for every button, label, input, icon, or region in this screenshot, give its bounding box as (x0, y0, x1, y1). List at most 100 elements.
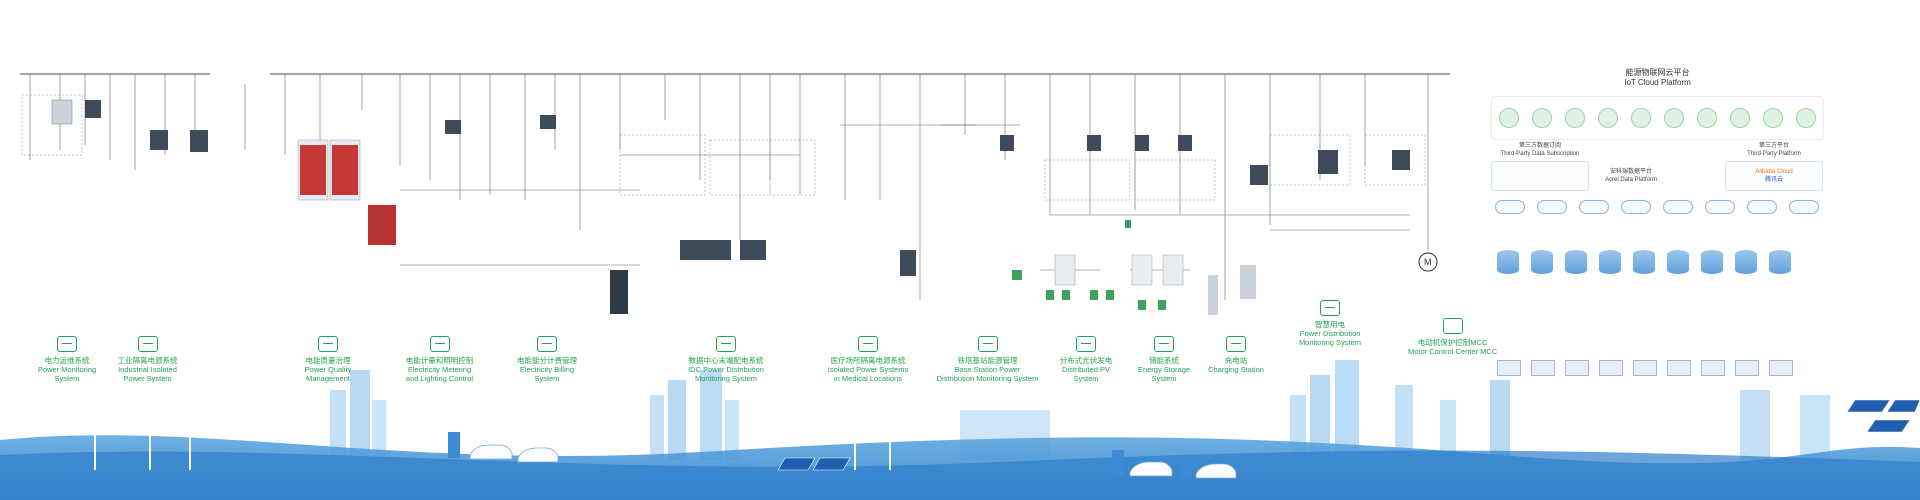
platform-title-en: IoT Cloud Platform (1624, 78, 1691, 87)
category-zh: 铁塔基站能源管理 (957, 356, 1018, 365)
battery-icon (1154, 336, 1174, 352)
category-idc-distribution[interactable]: 数据中心末端配电系统 IDC Power Distribution Monito… (676, 336, 776, 383)
cloud-node (1747, 200, 1777, 214)
app-icon[interactable] (1630, 108, 1651, 128)
category-industrial-isolated[interactable]: 工业隔离电源系统 Industrial Isolated Power Syste… (100, 336, 195, 383)
terminal-devices (1012, 220, 1166, 310)
app-icon[interactable] (1697, 108, 1718, 128)
billing-icon (537, 336, 557, 352)
category-en: IDC Power Distribution (688, 365, 764, 374)
category-en: Power System (123, 374, 172, 383)
category-power-monitoring[interactable]: 电力运维系统 Power Monitoring System (22, 336, 112, 383)
category-en: Electricity Metering (407, 365, 472, 374)
cloud-node (1663, 200, 1693, 214)
app-icon[interactable] (1564, 108, 1585, 128)
category-zh: 充电站 (1224, 356, 1248, 365)
shield-icon (1320, 300, 1340, 316)
category-zh: 电力运维系统 (44, 356, 90, 365)
database-icon (1735, 250, 1757, 274)
category-zh: 智慧用电 (1315, 320, 1345, 329)
gateway-device (1633, 360, 1657, 376)
motor-icon (1442, 318, 1463, 334)
platform-title: 能源物联网云平台 IoT Cloud Platform (1485, 68, 1830, 88)
cloud-node (1705, 200, 1735, 214)
app-icon[interactable] (1664, 108, 1685, 128)
center-en: Acrel Data Platform (1605, 177, 1658, 183)
sub-left-en: Third-Party Data Subscription (1500, 151, 1580, 157)
category-medical-isolated[interactable]: 医疗场所隔离电源系统 Isolated Power Systems in Med… (818, 336, 918, 383)
database-icon (1667, 250, 1689, 274)
category-zh: 储能系统 (1149, 356, 1179, 365)
iot-cloud-platform: 能源物联网云平台 IoT Cloud Platform 第三方数据订阅 Thir… (1485, 68, 1830, 398)
svg-text:M: M (1424, 257, 1432, 267)
category-metering-lighting[interactable]: 电能计量和照明控制 Electricity Metering and Light… (392, 336, 487, 383)
gateway-device (1769, 360, 1793, 376)
cloud-node (1579, 200, 1609, 214)
category-smart-power[interactable]: 智慧用电 Power Distribution Monitoring Syste… (1285, 300, 1375, 347)
category-en: Electricity Billing (519, 365, 575, 374)
equipment-cabinets: M (51, 99, 1438, 315)
motor-control-center: 电动机保护控制MCC Motor Control Center MCC (1408, 318, 1497, 356)
app-icon[interactable] (1597, 108, 1618, 128)
subscription-box (1491, 161, 1589, 191)
category-en: and Lighting Control (405, 374, 474, 383)
gateway-device (1497, 360, 1521, 376)
category-en: Monitoring System (694, 374, 758, 383)
category-en: in Medical Locations (834, 374, 902, 383)
category-en: Distributed PV (1062, 365, 1110, 374)
category-en: System (54, 374, 80, 383)
database-icon (1497, 250, 1519, 274)
category-power-quality[interactable]: 电能质量治理 Power Quality Management (283, 336, 373, 383)
database-icon (1599, 250, 1621, 274)
charging-cars (448, 432, 1237, 479)
category-base-station[interactable]: 铁塔基站能源管理 Base Station Power Distribution… (930, 336, 1045, 383)
app-icon[interactable] (1531, 108, 1552, 128)
monitor-icon (57, 336, 77, 352)
third-party-platform: 第三方平台 Third-Party Platform Alibaba Cloud… (1725, 142, 1823, 191)
category-en: Isolated Power Systems (827, 365, 909, 374)
third-party-box: Alibaba Cloud 腾讯云 (1725, 161, 1823, 191)
cloud-node (1537, 200, 1567, 214)
sub-right-zh: 第三方平台 (1758, 143, 1789, 149)
category-charging-station[interactable]: 充电站 Charging Station (1200, 336, 1272, 374)
category-en: Base Station Power (954, 365, 1021, 374)
solar-panels (777, 399, 1920, 471)
category-distributed-pv[interactable]: 分布式光伏发电 Distributed PV System (1050, 336, 1122, 383)
category-en: Charging Station (1208, 365, 1264, 374)
platform-title-zh: 能源物联网云平台 (1625, 68, 1690, 77)
category-zh: 电能质量治理 (305, 356, 351, 365)
category-energy-storage[interactable]: 储能系统 Energy Storage System (1128, 336, 1200, 383)
app-icon[interactable] (1730, 108, 1751, 128)
waveform-icon (318, 336, 338, 352)
category-zh: 工业隔离电源系统 (117, 356, 178, 365)
alibaba-cloud-logo: Alibaba Cloud (1755, 169, 1793, 175)
category-en: System (1073, 374, 1099, 383)
gateway-device (1701, 360, 1725, 376)
cloud-node (1789, 200, 1819, 214)
category-en: Energy Storage (1137, 365, 1191, 374)
database-icon (1769, 250, 1791, 274)
cloud-node (1621, 200, 1651, 214)
category-electricity-billing[interactable]: 电能能分计费管理 Electricity Billing System (502, 336, 592, 383)
category-en: Management (306, 374, 350, 383)
gauge-icon (137, 336, 158, 352)
category-en: System (534, 374, 560, 383)
feeders (29, 74, 1429, 300)
category-en: Distribution Monitoring System (936, 374, 1039, 383)
category-zh: 医疗场所隔离电源系统 (830, 356, 906, 365)
database-icon (1565, 250, 1587, 274)
app-icon[interactable] (1763, 108, 1784, 128)
third-party-subscription: 第三方数据订阅 Third-Party Data Subscription (1491, 142, 1589, 191)
solar-icon (1076, 336, 1096, 352)
category-en: System (1151, 374, 1177, 383)
category-en: Power Quality (304, 365, 352, 374)
app-icon[interactable] (1796, 108, 1817, 128)
dashed-frames (21, 94, 1426, 201)
gateway-device (1599, 360, 1623, 376)
category-en: Power Monitoring (37, 365, 97, 374)
motor-center-en: Motor Control Center MCC (1408, 347, 1498, 356)
hospital-icon (858, 336, 878, 352)
app-icon[interactable] (1498, 108, 1519, 128)
